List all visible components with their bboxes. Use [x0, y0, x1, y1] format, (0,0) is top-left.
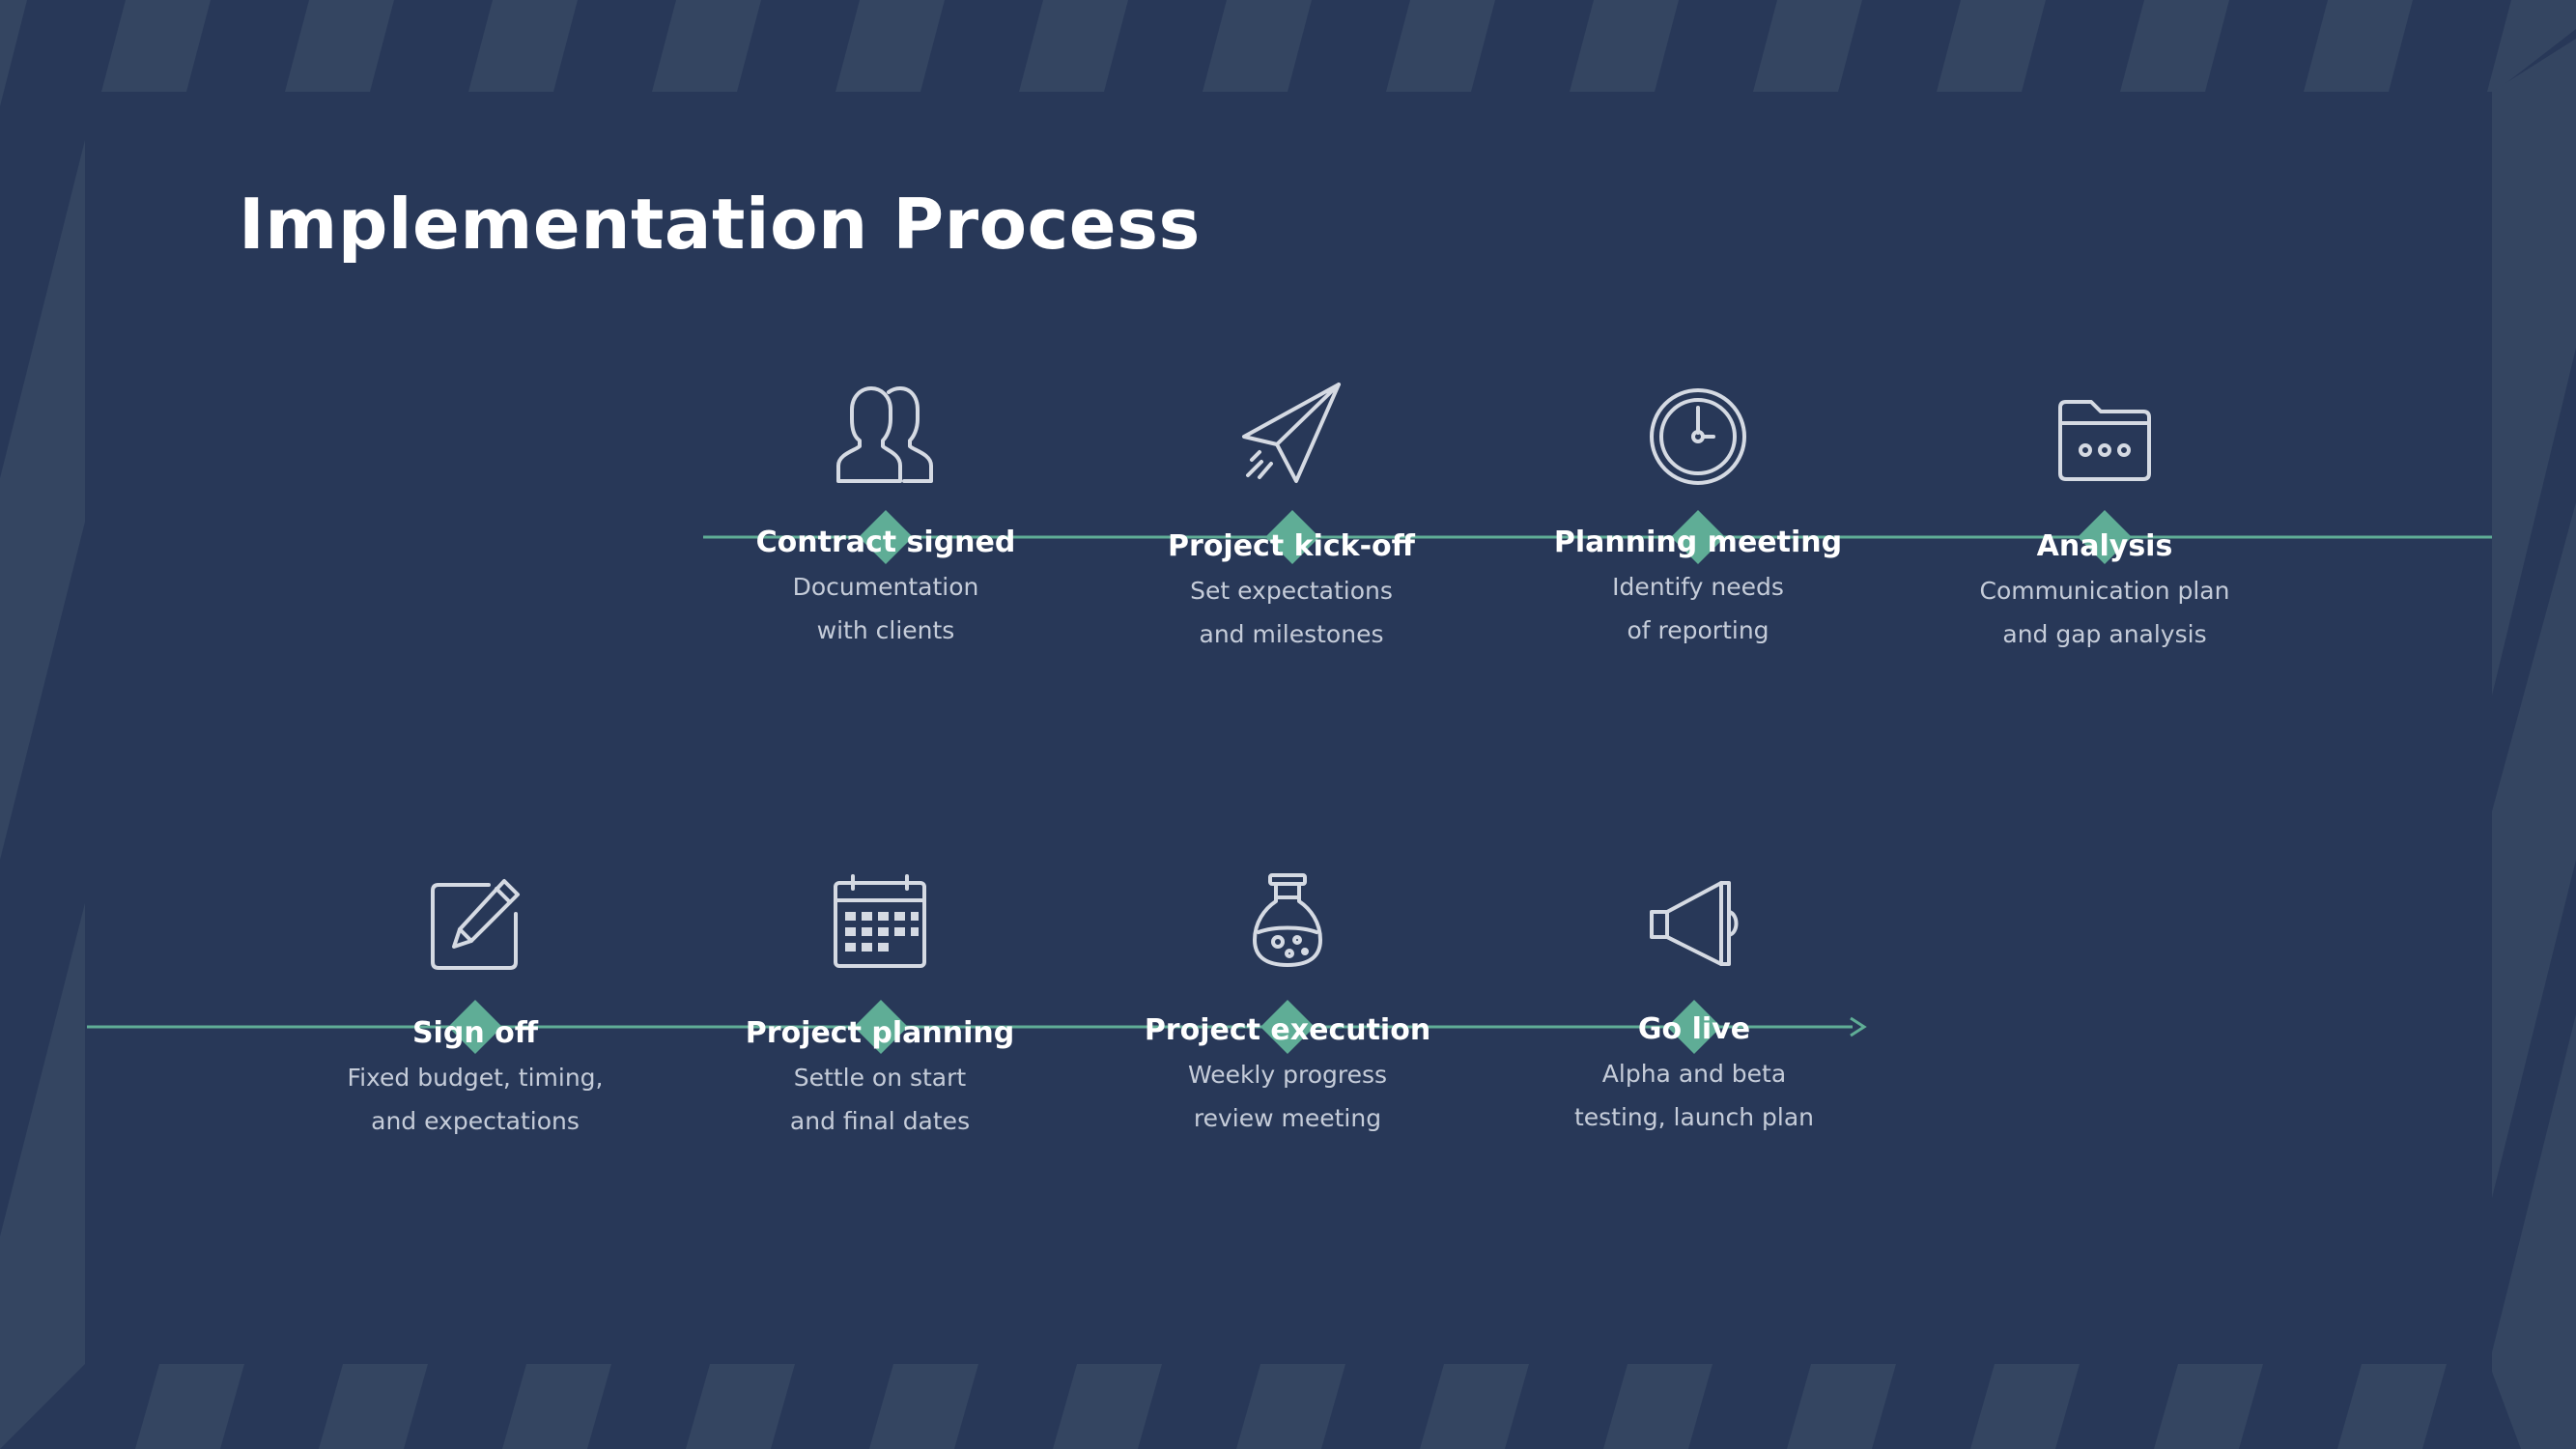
step-title: Sign off — [411, 1016, 539, 1050]
diamond-marker — [859, 510, 913, 564]
step-title: Go live — [1637, 1012, 1751, 1046]
diamond-marker — [854, 1000, 908, 1054]
edit-icon — [431, 879, 520, 970]
step-sign-off: Sign off Fixed budget, timing,and expect… — [301, 875, 649, 1143]
step-description: Fixed budget, timing,and expectations — [347, 1064, 604, 1135]
clock-icon — [1650, 388, 1746, 485]
step-title: Project planning — [745, 1016, 1015, 1050]
diamond-marker — [2078, 510, 2132, 564]
folder-icon — [2058, 400, 2151, 481]
diamond-marker — [1667, 1000, 1721, 1054]
calendar-icon — [834, 874, 926, 968]
diamond-marker — [1671, 510, 1725, 564]
diamond-marker — [1260, 1000, 1315, 1054]
diamond-marker — [448, 1000, 502, 1054]
arrow-head-icon — [1850, 1016, 1867, 1037]
diamond-marker — [1265, 510, 1319, 564]
step-title: Project execution — [1144, 1013, 1431, 1047]
step-title: Analysis — [2036, 529, 2173, 563]
step-title: Planning meeting — [1553, 526, 1843, 559]
users-icon — [836, 386, 933, 483]
step-title: Contract signed — [755, 526, 1016, 559]
paper-plane-icon — [1242, 383, 1341, 483]
flask-icon — [1253, 873, 1322, 967]
step-title: Project kick-off — [1168, 529, 1415, 563]
slide-title: Implementation Process — [239, 184, 1201, 265]
megaphone-icon — [1650, 881, 1739, 966]
